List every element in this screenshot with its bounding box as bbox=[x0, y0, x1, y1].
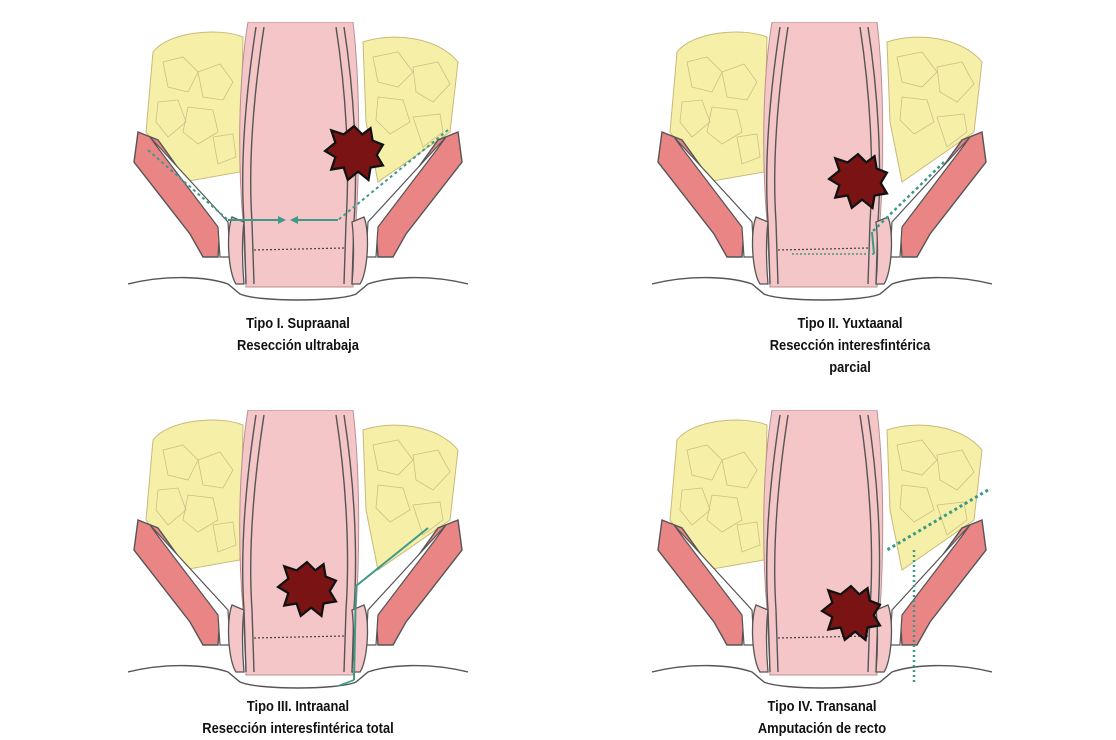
caption-subtitle-2: parcial bbox=[704, 357, 996, 379]
caption-title: Tipo IV. Transanal bbox=[676, 696, 968, 718]
caption-subtitle: Amputación de recto bbox=[676, 718, 968, 740]
caption-tipo-4: Tipo IV. Transanal Amputación de recto bbox=[676, 696, 968, 740]
caption-tipo-1: Tipo I. Supraanal Resección ultrabaja bbox=[169, 313, 427, 357]
panel-tipo-2 bbox=[652, 22, 992, 302]
caption-subtitle: Resección ultrabaja bbox=[169, 335, 427, 357]
panel-tipo-4 bbox=[652, 410, 992, 690]
panel-tipo-1 bbox=[128, 22, 468, 302]
caption-tipo-3: Tipo III. Intraanal Resección interesfin… bbox=[152, 696, 444, 740]
diagram-tipo-4 bbox=[652, 410, 992, 690]
diagram-tipo-1 bbox=[128, 22, 468, 302]
panel-tipo-3 bbox=[128, 410, 468, 690]
caption-subtitle: Resección interesfintérica total bbox=[152, 718, 444, 740]
caption-title: Tipo II. Yuxtaanal bbox=[704, 313, 996, 335]
diagram-tipo-3 bbox=[128, 410, 468, 690]
caption-title: Tipo III. Intraanal bbox=[152, 696, 444, 718]
caption-title: Tipo I. Supraanal bbox=[169, 313, 427, 335]
caption-subtitle: Resección interesfintérica bbox=[704, 335, 996, 357]
caption-tipo-2: Tipo II. Yuxtaanal Resección interesfint… bbox=[704, 313, 996, 379]
diagram-tipo-2 bbox=[652, 22, 992, 302]
